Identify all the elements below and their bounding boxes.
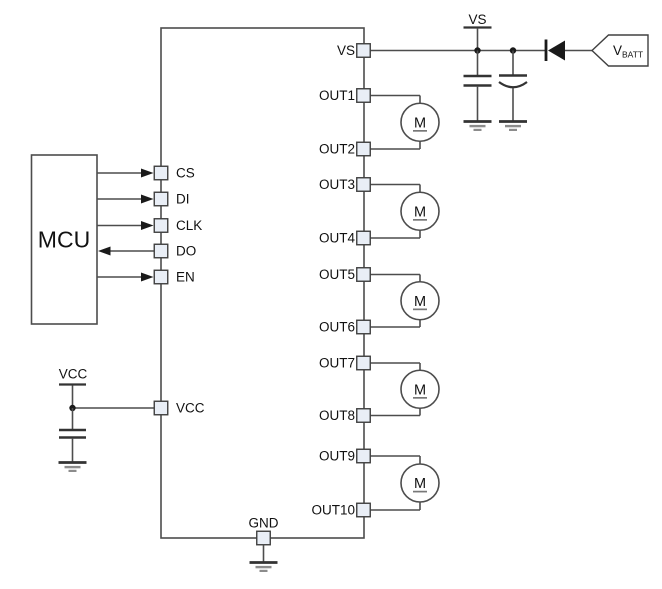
- vcc-net-label: VCC: [59, 367, 88, 382]
- pin-label-clk: CLK: [176, 218, 202, 233]
- pin-pad-gnd: [256, 530, 271, 546]
- pin-label-out5: OUT5: [319, 267, 355, 282]
- driver-ic-body: [160, 27, 365, 539]
- pin-label-do: DO: [176, 244, 196, 259]
- mcu-label: MCU: [38, 227, 90, 253]
- gnd-pin-label: GND: [249, 516, 279, 531]
- motor-label: M: [414, 294, 426, 310]
- mcu-body: [30, 154, 98, 325]
- pin-pad-out8: [356, 408, 371, 423]
- motor-symbol: [400, 191, 440, 232]
- pin-label-out10: OUT10: [311, 503, 355, 518]
- pin-label-out6: OUT6: [319, 320, 355, 335]
- vs-net-label: VS: [468, 12, 486, 27]
- pin-pad-out4: [356, 230, 371, 246]
- pin-pad-out3: [356, 177, 371, 192]
- pin-label-di: DI: [176, 192, 190, 207]
- pin-pad-out7: [356, 355, 371, 371]
- pin-pad-clk: [153, 218, 169, 233]
- shapes-layer: CS DI CLK DO EN OUT1OUT2OUT3OUT4OUT5OUT6OUT7O…: [58, 26, 649, 573]
- motor-symbol: [400, 102, 440, 143]
- pin-pad-out6: [356, 319, 371, 335]
- vbatt-label: VBATT: [613, 43, 643, 60]
- pin-pad-vs: [356, 43, 371, 58]
- vcc-pin-label: VCC: [176, 401, 205, 416]
- motor-label: M: [414, 115, 426, 131]
- pin-label-out9: OUT9: [319, 449, 355, 464]
- pin-pad-out10: [356, 502, 371, 518]
- motor-symbol: [400, 463, 440, 503]
- vbatt-flag: [590, 34, 649, 67]
- motor-label: M: [414, 204, 426, 220]
- pin-pad-out9: [356, 448, 371, 464]
- arrow-right-icon: [141, 194, 154, 204]
- pin-label-cs: CS: [176, 166, 195, 181]
- pin-label-out2: OUT2: [319, 142, 355, 157]
- arrow-right-icon: [141, 221, 154, 230]
- pin-pad-en: [153, 269, 169, 285]
- pin-label-out4: OUT4: [319, 231, 355, 246]
- pin-pad-cs: [153, 165, 169, 181]
- motor-symbol: [400, 280, 440, 321]
- vs-pin-label: VS: [337, 43, 355, 58]
- pin-label-out8: OUT8: [319, 408, 355, 423]
- pin-label-out1: OUT1: [319, 88, 355, 103]
- motor-label: M: [414, 382, 426, 398]
- motor-symbol: [400, 369, 440, 410]
- pin-pad-vcc: [153, 400, 169, 416]
- pin-label-en: EN: [176, 270, 195, 285]
- pin-label-out7: OUT7: [319, 356, 355, 371]
- text-layer: MCU VS VS VCC VCC GND VBATT: [38, 12, 643, 531]
- pin-pad-out1: [356, 88, 371, 103]
- electrolytic-capacitor: [498, 81, 528, 89]
- arrow-left-icon: [98, 246, 111, 256]
- pin-pad-di: [153, 191, 169, 207]
- motor-label: M: [414, 476, 426, 492]
- diode-icon: [548, 40, 565, 61]
- pin-pad-out5: [356, 267, 371, 282]
- pin-pad-out2: [356, 141, 371, 157]
- arrow-right-icon: [141, 168, 154, 178]
- pin-pad-do: [153, 243, 169, 259]
- arrow-right-icon: [141, 272, 154, 282]
- vbatt-label-sub: BATT: [622, 50, 643, 60]
- pin-label-out3: OUT3: [319, 177, 355, 192]
- vbatt-label-main: V: [613, 43, 622, 58]
